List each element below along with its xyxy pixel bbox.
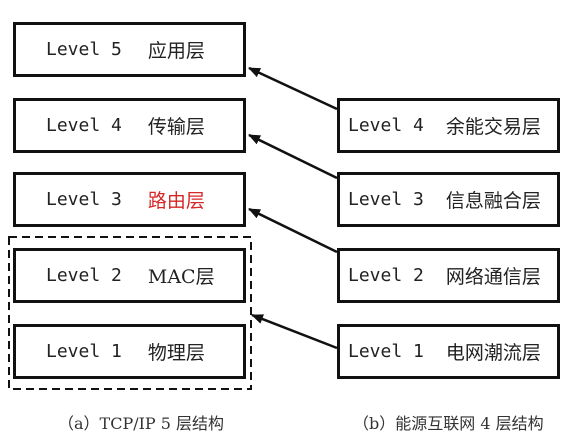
layer-level-label: Level 2 [46, 265, 122, 286]
tcpip-layer-5: Level 5 应用层 [13, 22, 246, 77]
layer-name: 信息融合层 [445, 190, 541, 212]
caption-energy-internet: （b）能源互联网 4 层结构 [353, 414, 544, 433]
layer-name: 余能交易层 [445, 116, 541, 138]
energy-layer-4: Level 4 余能交易层 [337, 98, 560, 153]
layer-name: 电网潮流层 [445, 342, 541, 364]
layer-level-label: Level 5 [46, 39, 122, 60]
layer-name: 应用层 [147, 40, 205, 62]
layer-name-highlighted: 路由层 [147, 190, 205, 212]
energy-layer-3: Level 3 信息融合层 [337, 172, 560, 227]
tcpip-layer-4: Level 4 传输层 [13, 98, 246, 153]
layer-level-label: Level 3 [46, 189, 122, 210]
layer-name: 网络通信层 [445, 266, 541, 288]
arrow-communication-to-routing [248, 207, 338, 254]
layer-level-label: Level 4 [46, 115, 122, 136]
layer-name: 物理层 [147, 342, 205, 364]
layer-level-label: Level 4 [348, 115, 424, 136]
energy-layer-1: Level 1 电网潮流层 [337, 324, 560, 379]
tcpip-layer-3: Level 3 路由层 [13, 172, 246, 227]
lower-layers-dashed-group [8, 236, 252, 390]
layer-level-label: Level 1 [46, 341, 122, 362]
tcpip-layer-1: Level 1 物理层 [13, 324, 246, 379]
arrow-powerflow-to-lower-group [251, 313, 338, 350]
layer-level-label: Level 3 [348, 189, 424, 210]
layer-level-label: Level 2 [348, 265, 424, 286]
tcpip-layer-2: Level 2 MAC层 [13, 248, 246, 303]
layer-name: MAC层 [147, 266, 215, 288]
layer-name: 传输层 [147, 116, 205, 138]
layer-level-label: Level 1 [348, 341, 424, 362]
arrow-fusion-to-transport [248, 133, 338, 180]
arrow-trade-to-application [248, 66, 338, 111]
caption-tcpip: （a）TCP/IP 5 层结构 [58, 414, 225, 433]
energy-layer-2: Level 2 网络通信层 [337, 248, 560, 303]
